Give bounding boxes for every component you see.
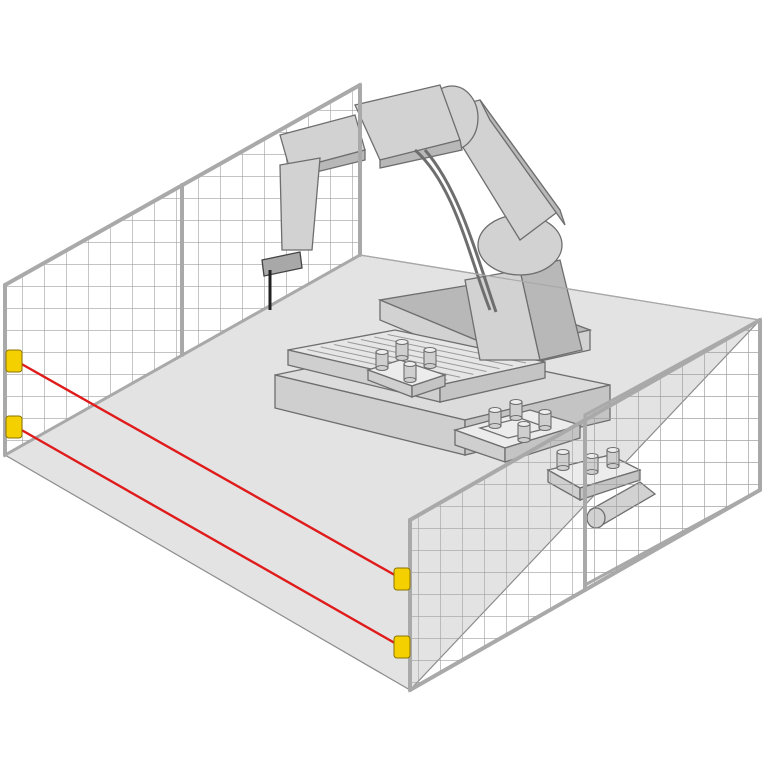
robot-arm (261, 84, 583, 361)
tray-part (488, 406, 502, 430)
robot-cable (414, 148, 492, 311)
pallet-part (375, 348, 389, 372)
light-beam-upper (17, 360, 401, 580)
sensor-receiver-upper (393, 567, 411, 591)
fence-top-rail (3, 83, 362, 287)
robot-gripper (261, 251, 303, 277)
robot-wrist (279, 157, 321, 251)
floor-back-edge (359, 254, 761, 321)
tray-part (538, 408, 552, 432)
light-beam-lower (17, 426, 401, 648)
pallet-part (395, 338, 409, 362)
tray-part (517, 420, 531, 444)
fence-top-rail (408, 318, 762, 522)
sensor-emitter-upper (5, 349, 23, 373)
sensor-emitter-lower (5, 415, 23, 439)
fence-bottom-rail (408, 488, 762, 692)
pallet-groove (347, 341, 487, 372)
safety-light-curtain (17, 360, 401, 648)
pallet-part (423, 346, 437, 370)
sensor-receiver-lower (393, 635, 411, 659)
pallet-part (403, 360, 417, 384)
tray-part (509, 398, 523, 422)
fence-frame (3, 83, 762, 692)
